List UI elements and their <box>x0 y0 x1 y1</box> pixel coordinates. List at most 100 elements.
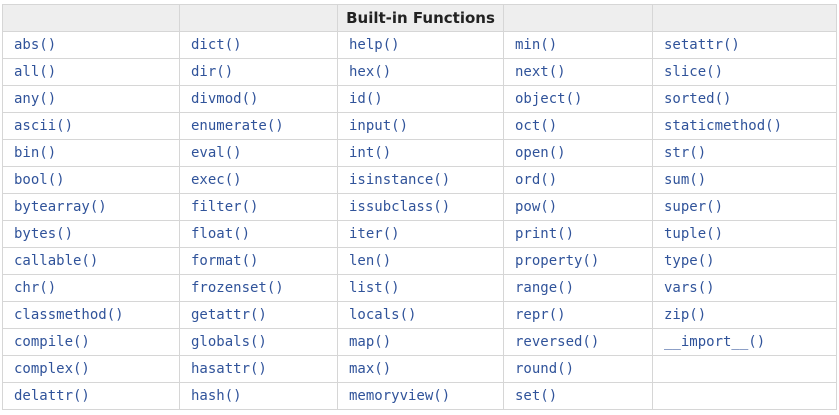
function-link[interactable]: reversed() <box>515 334 600 350</box>
function-link[interactable]: hash() <box>191 388 242 404</box>
table-cell: list() <box>337 274 504 302</box>
function-link[interactable]: globals() <box>191 334 267 350</box>
function-link[interactable]: abs() <box>14 37 57 53</box>
function-link[interactable]: int() <box>349 145 392 161</box>
function-link[interactable]: chr() <box>14 280 57 296</box>
table-cell: print() <box>503 220 653 248</box>
table-cell: map() <box>337 328 504 356</box>
table-row: chr() frozenset() list() range() vars() <box>2 274 837 302</box>
function-link[interactable]: isinstance() <box>349 172 451 188</box>
table-cell: issubclass() <box>337 193 504 221</box>
function-link[interactable]: vars() <box>664 280 715 296</box>
function-link[interactable]: input() <box>349 118 409 134</box>
function-link[interactable]: slice() <box>664 64 724 80</box>
function-link[interactable]: dir() <box>191 64 234 80</box>
table-cell: __import__() <box>652 328 837 356</box>
table-cell: bytearray() <box>2 193 180 221</box>
function-link[interactable]: complex() <box>14 361 90 377</box>
function-link[interactable]: bool() <box>14 172 65 188</box>
function-link[interactable]: round() <box>515 361 575 377</box>
function-link[interactable]: format() <box>191 253 259 269</box>
function-link[interactable]: hex() <box>349 64 392 80</box>
function-link[interactable]: memoryview() <box>349 388 451 404</box>
function-link[interactable]: print() <box>515 226 575 242</box>
function-link[interactable]: set() <box>515 388 558 404</box>
function-link[interactable]: oct() <box>515 118 558 134</box>
table-cell: len() <box>337 247 504 275</box>
function-link[interactable]: type() <box>664 253 715 269</box>
function-link[interactable]: ord() <box>515 172 558 188</box>
table-cell: int() <box>337 139 504 167</box>
function-link[interactable]: object() <box>515 91 583 107</box>
table-cell: bin() <box>2 139 180 167</box>
function-link[interactable]: ascii() <box>14 118 74 134</box>
function-link[interactable]: list() <box>349 280 400 296</box>
function-link[interactable]: frozenset() <box>191 280 284 296</box>
function-link[interactable]: super() <box>664 199 724 215</box>
function-link[interactable]: any() <box>14 91 57 107</box>
function-link[interactable]: bin() <box>14 145 57 161</box>
function-link[interactable]: classmethod() <box>14 307 124 323</box>
builtin-functions-table: Built-in Functions abs()dict()help()min(… <box>2 4 837 410</box>
function-link[interactable]: eval() <box>191 145 242 161</box>
table-cell: repr() <box>503 301 653 329</box>
function-link[interactable]: repr() <box>515 307 566 323</box>
table-cell: callable() <box>2 247 180 275</box>
function-link[interactable]: sum() <box>664 172 707 188</box>
table-cell <box>652 355 837 383</box>
table-cell: all() <box>2 58 180 86</box>
function-link[interactable]: callable() <box>14 253 99 269</box>
function-link[interactable]: __import__() <box>664 334 766 350</box>
function-link[interactable]: enumerate() <box>191 118 284 134</box>
table-cell: exec() <box>179 166 338 194</box>
table-row: abs() dict() help() min() setattr() <box>2 31 837 59</box>
function-link[interactable]: issubclass() <box>349 199 451 215</box>
function-link[interactable]: bytearray() <box>14 199 107 215</box>
function-link[interactable]: float() <box>191 226 251 242</box>
function-link[interactable]: compile() <box>14 334 90 350</box>
function-link[interactable]: max() <box>349 361 392 377</box>
table-cell: object() <box>503 85 653 113</box>
header-cell <box>652 4 837 32</box>
function-link[interactable]: locals() <box>349 307 417 323</box>
function-link[interactable]: hasattr() <box>191 361 267 377</box>
function-link[interactable]: id() <box>349 91 383 107</box>
function-link[interactable]: exec() <box>191 172 242 188</box>
function-link[interactable]: all() <box>14 64 57 80</box>
function-link[interactable]: divmod() <box>191 91 259 107</box>
function-link[interactable]: str() <box>664 145 707 161</box>
table-cell: ascii() <box>2 112 180 140</box>
function-link[interactable]: property() <box>515 253 600 269</box>
table-cell: bytes() <box>2 220 180 248</box>
table-cell: help() <box>337 31 504 59</box>
function-link[interactable]: iter() <box>349 226 400 242</box>
function-link[interactable]: dict() <box>191 37 242 53</box>
table-cell: next() <box>503 58 653 86</box>
function-link[interactable]: zip() <box>664 307 707 323</box>
table-cell: type() <box>652 247 837 275</box>
table-row: bytes() float() iter() print() tuple() <box>2 220 837 248</box>
function-link[interactable]: sorted() <box>664 91 732 107</box>
function-link[interactable]: min() <box>515 37 558 53</box>
function-link[interactable]: map() <box>349 334 392 350</box>
function-link[interactable]: staticmethod() <box>664 118 783 134</box>
table-cell: hash() <box>179 382 338 410</box>
function-link[interactable]: next() <box>515 64 566 80</box>
table-cell: super() <box>652 193 837 221</box>
function-link[interactable]: bytes() <box>14 226 74 242</box>
function-link[interactable]: len() <box>349 253 392 269</box>
table-cell: id() <box>337 85 504 113</box>
function-link[interactable]: pow() <box>515 199 558 215</box>
function-link[interactable]: delattr() <box>14 388 90 404</box>
function-link[interactable]: help() <box>349 37 400 53</box>
table-cell: classmethod() <box>2 301 180 329</box>
function-link[interactable]: filter() <box>191 199 259 215</box>
table-cell: slice() <box>652 58 837 86</box>
function-link[interactable]: tuple() <box>664 226 724 242</box>
function-link[interactable]: getattr() <box>191 307 267 323</box>
function-link[interactable]: setattr() <box>664 37 740 53</box>
function-link[interactable]: range() <box>515 280 575 296</box>
table-cell: divmod() <box>179 85 338 113</box>
table-cell: oct() <box>503 112 653 140</box>
function-link[interactable]: open() <box>515 145 566 161</box>
